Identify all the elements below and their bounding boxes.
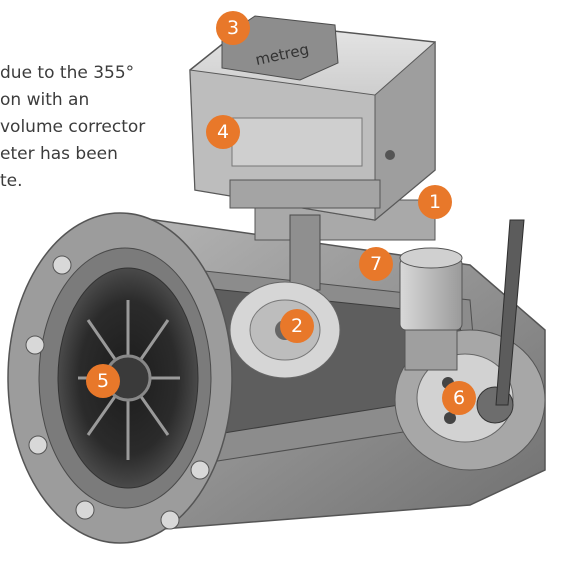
- caption-line: due to the 355°: [0, 63, 135, 83]
- marker-5-flow-straightener: 5: [86, 364, 120, 398]
- marker-2-turbine-wheel: 2: [280, 309, 314, 343]
- caption-line: on with an: [0, 90, 90, 110]
- marker-4-counter-head: 4: [206, 115, 240, 149]
- marker-7-oil-pump: 7: [359, 247, 393, 281]
- caption-line: eter has been: [0, 144, 118, 164]
- oil-pump: [399, 247, 463, 371]
- counter-head: metreg: [189, 15, 436, 222]
- caption-line: volume corrector: [0, 117, 146, 137]
- marker-1-meter-body: 1: [418, 185, 452, 219]
- description-text: due to the 355° on with an volume correc…: [0, 60, 210, 195]
- marker-6-outlet-valve: 6: [442, 381, 476, 415]
- marker-3-counter-top: 3: [216, 11, 250, 45]
- caption-line: te.: [0, 171, 23, 191]
